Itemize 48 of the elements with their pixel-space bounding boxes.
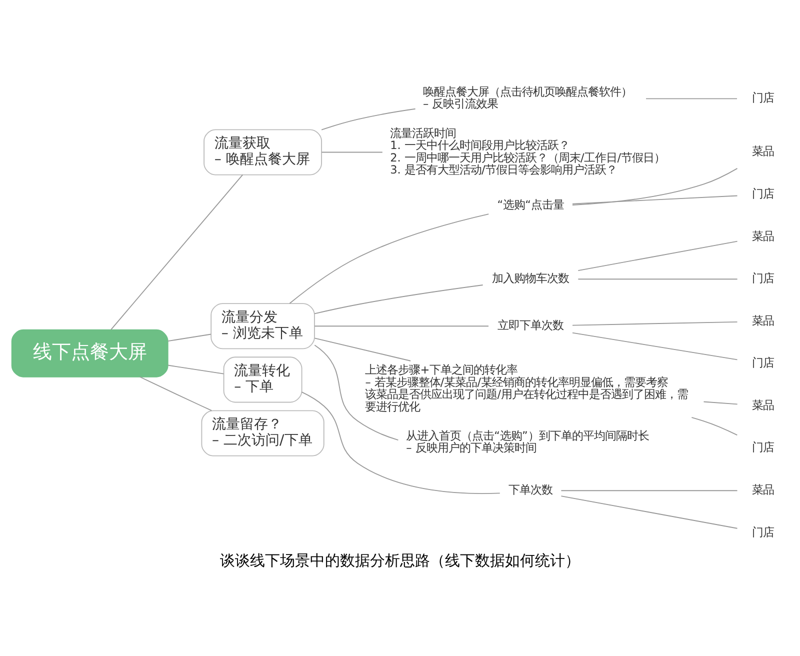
connector [646, 98, 738, 100]
node-text: 流量活跃时间 1. 一天中什么时间段用户比较活跃？ 2. 一周中哪一天用户比较活跃？（周末/工作日/节假日） 3. 是否有大型活动/节假日等会影响用户活跃？ [390, 126, 666, 176]
connector [572, 195, 738, 204]
connector [314, 284, 484, 314]
node-text: 唤醒点餐大屏（点击待机页唤醒点餐软件） – 反映引流效果 [423, 85, 632, 111]
node-text: 门店 [752, 356, 774, 370]
connector [168, 364, 224, 374]
connector [289, 214, 490, 304]
connector [314, 344, 399, 440]
node-text: 门店 [752, 272, 774, 286]
node-text: 菜品 [752, 314, 774, 328]
connector [578, 240, 738, 272]
connector [168, 334, 212, 342]
connector [314, 338, 411, 362]
connector [314, 326, 489, 327]
node-text: 门店 [752, 441, 774, 454]
node-text: “选购“点击量 [497, 198, 564, 212]
node-box: 流量留存？ – 二次访问/下单 [201, 410, 324, 456]
connector [691, 416, 738, 436]
connector [321, 152, 383, 153]
caption: 谈谈线下场景中的数据分析思路（线下数据如何统计） [220, 552, 580, 570]
node-text: 菜品 [752, 145, 774, 158]
node-text: 立即下单次数 [498, 319, 564, 332]
node-text: 下单次数 [508, 484, 553, 497]
connector [572, 332, 738, 360]
node-box: 流量分发 – 浏览未下单 [210, 303, 315, 350]
node-text: 菜品 [752, 484, 774, 497]
connector [572, 321, 738, 326]
node-text: 门店 [752, 526, 774, 539]
connector [321, 108, 416, 130]
node-box: 流量转化 – 下单 [223, 356, 302, 403]
connector [110, 174, 244, 330]
node-box: 流量获取 – 唤醒点餐大屏 [204, 129, 322, 176]
connector [301, 392, 500, 494]
connector [560, 490, 738, 492]
node-text: 上述各步骤+下单之间的转化率 – 若某步骤整体/某菜品/某经销商的转化率明显偏低，需要考察该菜品是否供应出现了问题/用户在转化过程中是否遇到了困难，需要进行优化 [365, 364, 688, 414]
node-text: 从进入首页（点击“选购”）到下单的平均间隔时长 – 反映用户的下单决策时间 [406, 429, 649, 455]
node-text: 菜品 [752, 398, 774, 412]
connector [560, 496, 738, 529]
connector [578, 278, 738, 280]
connector [139, 376, 212, 412]
node-box: 线下点餐大屏 [11, 329, 168, 378]
node-text: 门店 [752, 92, 774, 105]
node-text: 加入购物车次数 [492, 272, 570, 286]
connector [572, 168, 738, 206]
connector [703, 401, 738, 405]
node-text: 门店 [752, 187, 774, 200]
node-text: 菜品 [752, 230, 774, 243]
